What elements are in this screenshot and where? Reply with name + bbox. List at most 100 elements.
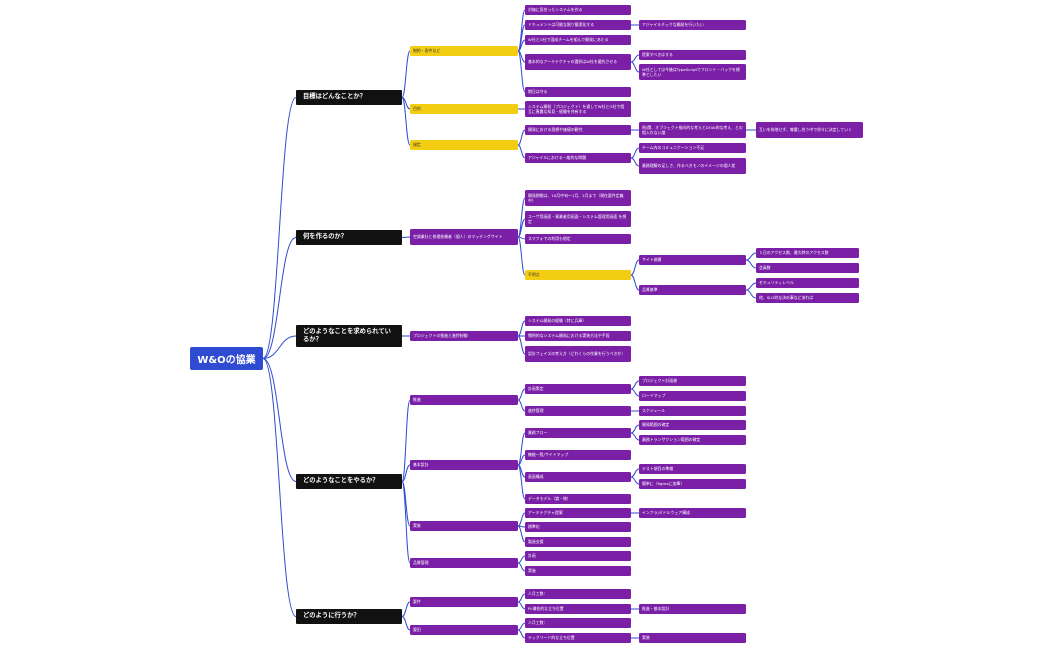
connector-line — [517, 197, 526, 238]
connector-line — [630, 432, 640, 441]
node-planning[interactable]: 計画策定 — [525, 384, 631, 394]
branch-what-to-do[interactable]: どのようなことをやるか？ — [296, 474, 402, 489]
connector-line — [630, 380, 640, 390]
connector-line — [262, 97, 297, 359]
node-dev-period[interactable]: 開発期間は、10月中旬〜1月、2月まで（現在要件定義中） — [525, 190, 631, 206]
connector-line — [630, 259, 640, 276]
node-share-knowledge[interactable]: システム開発（プロジェクト）を通してW社とO社で相互に異農な知見・経験を共有する — [525, 101, 631, 117]
node-schedule[interactable]: スケジュール — [639, 406, 746, 416]
node-unclear-points[interactable]: 不明点 — [525, 270, 631, 280]
connector-line — [401, 601, 411, 617]
connector-line — [517, 562, 526, 572]
node-design-phase[interactable]: 設計フェイズの考え方（どれくらの作業を行うべきか） — [525, 346, 631, 362]
branch-what-to-build[interactable]: 何を作るのか？ — [296, 230, 402, 245]
node-matching-site[interactable]: 空調業社と修理依頼者（個人）のマッチングサイト — [410, 229, 518, 245]
node-quality[interactable]: 品質管理 — [410, 558, 518, 568]
node-smartphone[interactable]: スマフォでの利用も想定 — [525, 234, 631, 244]
connector-line — [517, 236, 526, 276]
branch-how-to-do[interactable]: どのように行うか？ — [296, 609, 402, 624]
node-mixed-team[interactable]: W社とO社で混成チームを組んで開発にあたる — [525, 35, 631, 45]
node-slo[interactable]: 他、SLO的な決め事などあれば — [756, 293, 859, 303]
connector-line — [745, 252, 757, 261]
node-infra[interactable]: インフラ/ミドルウェア構成 — [639, 508, 746, 518]
node-security-level[interactable]: セキュリティレベル — [756, 278, 859, 288]
connector-line — [630, 274, 640, 291]
node-qa-plan[interactable]: 計画 — [525, 551, 631, 561]
node-progress-mgmt[interactable]: 進捗管理 — [525, 406, 631, 416]
node-dev-scope[interactable]: 開発範囲の確定 — [639, 420, 746, 430]
node-screen-structure[interactable]: 画面構成 — [525, 472, 631, 482]
connector-line — [517, 320, 526, 337]
node-values[interactable]: 開発における思想や価値の観究 — [525, 125, 631, 135]
node-architecture-choice[interactable]: 基本的なアーキテクチャの選択はW社を優先させる — [525, 54, 631, 70]
node-project-plan[interactable]: プロジェクト計画書 — [639, 376, 746, 386]
connector-line — [517, 601, 526, 610]
node-roadmap[interactable]: ロードマップ — [639, 391, 746, 401]
node-agile-dev[interactable]: アジャイルチックな開発を行いたい — [639, 20, 746, 30]
connector-line — [401, 236, 411, 238]
node-access-count[interactable]: １日のアクセス数、最大時のアクセス数 — [756, 248, 859, 258]
node-build-support[interactable]: 製造支援 — [525, 537, 631, 547]
node-screens[interactable]: ユーザ用画面・事業者用画面・システム管理用画面 を想定 — [525, 211, 631, 227]
connector-line — [630, 147, 640, 159]
node-implement[interactable]: 実装 — [639, 633, 746, 643]
node-simple-docs[interactable]: ドキュメントは可能な限り簡潔化する — [525, 20, 631, 30]
connector-line — [630, 54, 640, 63]
node-rules[interactable]: 規定 — [410, 140, 518, 150]
connector-line — [517, 629, 526, 639]
branch-what-is-expected[interactable]: どのようなことを求められているか？ — [296, 325, 402, 347]
node-typescript[interactable]: W社としては今後はTypeScriptでフロント・バックを標準としたい — [639, 64, 746, 80]
node-business-flow[interactable]: 業務フロー — [525, 428, 631, 438]
connector-line — [517, 593, 526, 603]
node-arch-proposal[interactable]: アーキテクチャ提案 — [525, 508, 631, 518]
node-constraints[interactable]: 制約・条件など — [410, 46, 518, 56]
node-dev-experience[interactable]: システム開発の経験（特に兵庫） — [525, 316, 631, 326]
node-standardization[interactable]: 標準化 — [525, 522, 631, 532]
node-promotion[interactable]: 推進 — [410, 395, 518, 405]
connector-line — [517, 39, 526, 52]
root-node[interactable]: W&Oの協業 — [190, 347, 263, 370]
connector-line — [630, 157, 640, 167]
connector-line — [745, 282, 757, 291]
node-requirement[interactable]: 要件 — [410, 597, 518, 607]
node-oop-vs-doa[interactable]: 例)関、オブジェクト指向的な考えとDOAI的な考え、との相入れない論 — [639, 122, 746, 138]
node-yoda[interactable]: 要田 — [410, 625, 518, 635]
connector-line — [517, 218, 526, 238]
node-project-promotion[interactable]: プロジェクトの推進と進捗制御 — [410, 331, 518, 341]
node-test-items[interactable]: テスト項目の準備 — [639, 464, 746, 474]
node-fair-system[interactable]: 対価に見合ったシステムを作る — [525, 5, 631, 15]
connector-line — [517, 129, 526, 146]
connector-line — [630, 476, 640, 485]
node-implementation[interactable]: 実装 — [410, 521, 518, 531]
node-qa-execute[interactable]: 実施 — [525, 566, 631, 576]
node-agile-problems[interactable]: アジャイルにおける一般的な問題 — [525, 153, 631, 163]
node-quality-standard[interactable]: 品質基準 — [639, 285, 746, 295]
connector-line — [517, 454, 526, 466]
node-keep-deadline[interactable]: 期日は守る — [525, 87, 631, 97]
connector-line — [262, 237, 297, 359]
node-pl-assistant[interactable]: PL補佐的な立ち位置 — [525, 604, 631, 614]
node-promo-design[interactable]: 推進・基本設計 — [639, 604, 746, 614]
node-function-list[interactable]: 機能一覧/サイトマップ — [525, 450, 631, 460]
node-propose[interactable]: 提案すべきはする — [639, 50, 746, 60]
connector-line — [517, 622, 526, 631]
node-member-count[interactable]: 会員数 — [756, 263, 859, 273]
node-purpose[interactable]: 目的 — [410, 104, 518, 114]
node-transaction-scope[interactable]: 業務トランザクション範囲の確定 — [639, 435, 746, 445]
node-manmonth-1[interactable]: 人月工数： — [525, 589, 631, 599]
branch-goals[interactable]: 目標はどんなことか？ — [296, 90, 402, 105]
node-figma[interactable]: 簡単に（figmaに加筆） — [639, 479, 746, 489]
node-site-scale[interactable]: サイト規模 — [639, 255, 746, 265]
node-manmonth-2[interactable]: 人月工数： — [525, 618, 631, 628]
node-communication[interactable]: チーム内のコミュニケーション不足 — [639, 143, 746, 153]
connector-line — [401, 481, 411, 564]
node-impl-methods[interactable]: 慣例的なシステム開発における実装方法や手段 — [525, 331, 631, 341]
connector-line — [517, 512, 526, 527]
node-data-model[interactable]: データモデル（論・物） — [525, 494, 631, 504]
node-tech-lead[interactable]: テックリード的な立ち位置 — [525, 633, 631, 643]
node-mutual-respect[interactable]: 互いを排他せず、尊重し合う中で徐々に決定していく — [756, 122, 863, 138]
node-basic-design[interactable]: 基本設計 — [410, 460, 518, 470]
node-business-understanding[interactable]: 業務理解の足しさ、作るべきモノのイメージの個人差 — [639, 158, 746, 174]
